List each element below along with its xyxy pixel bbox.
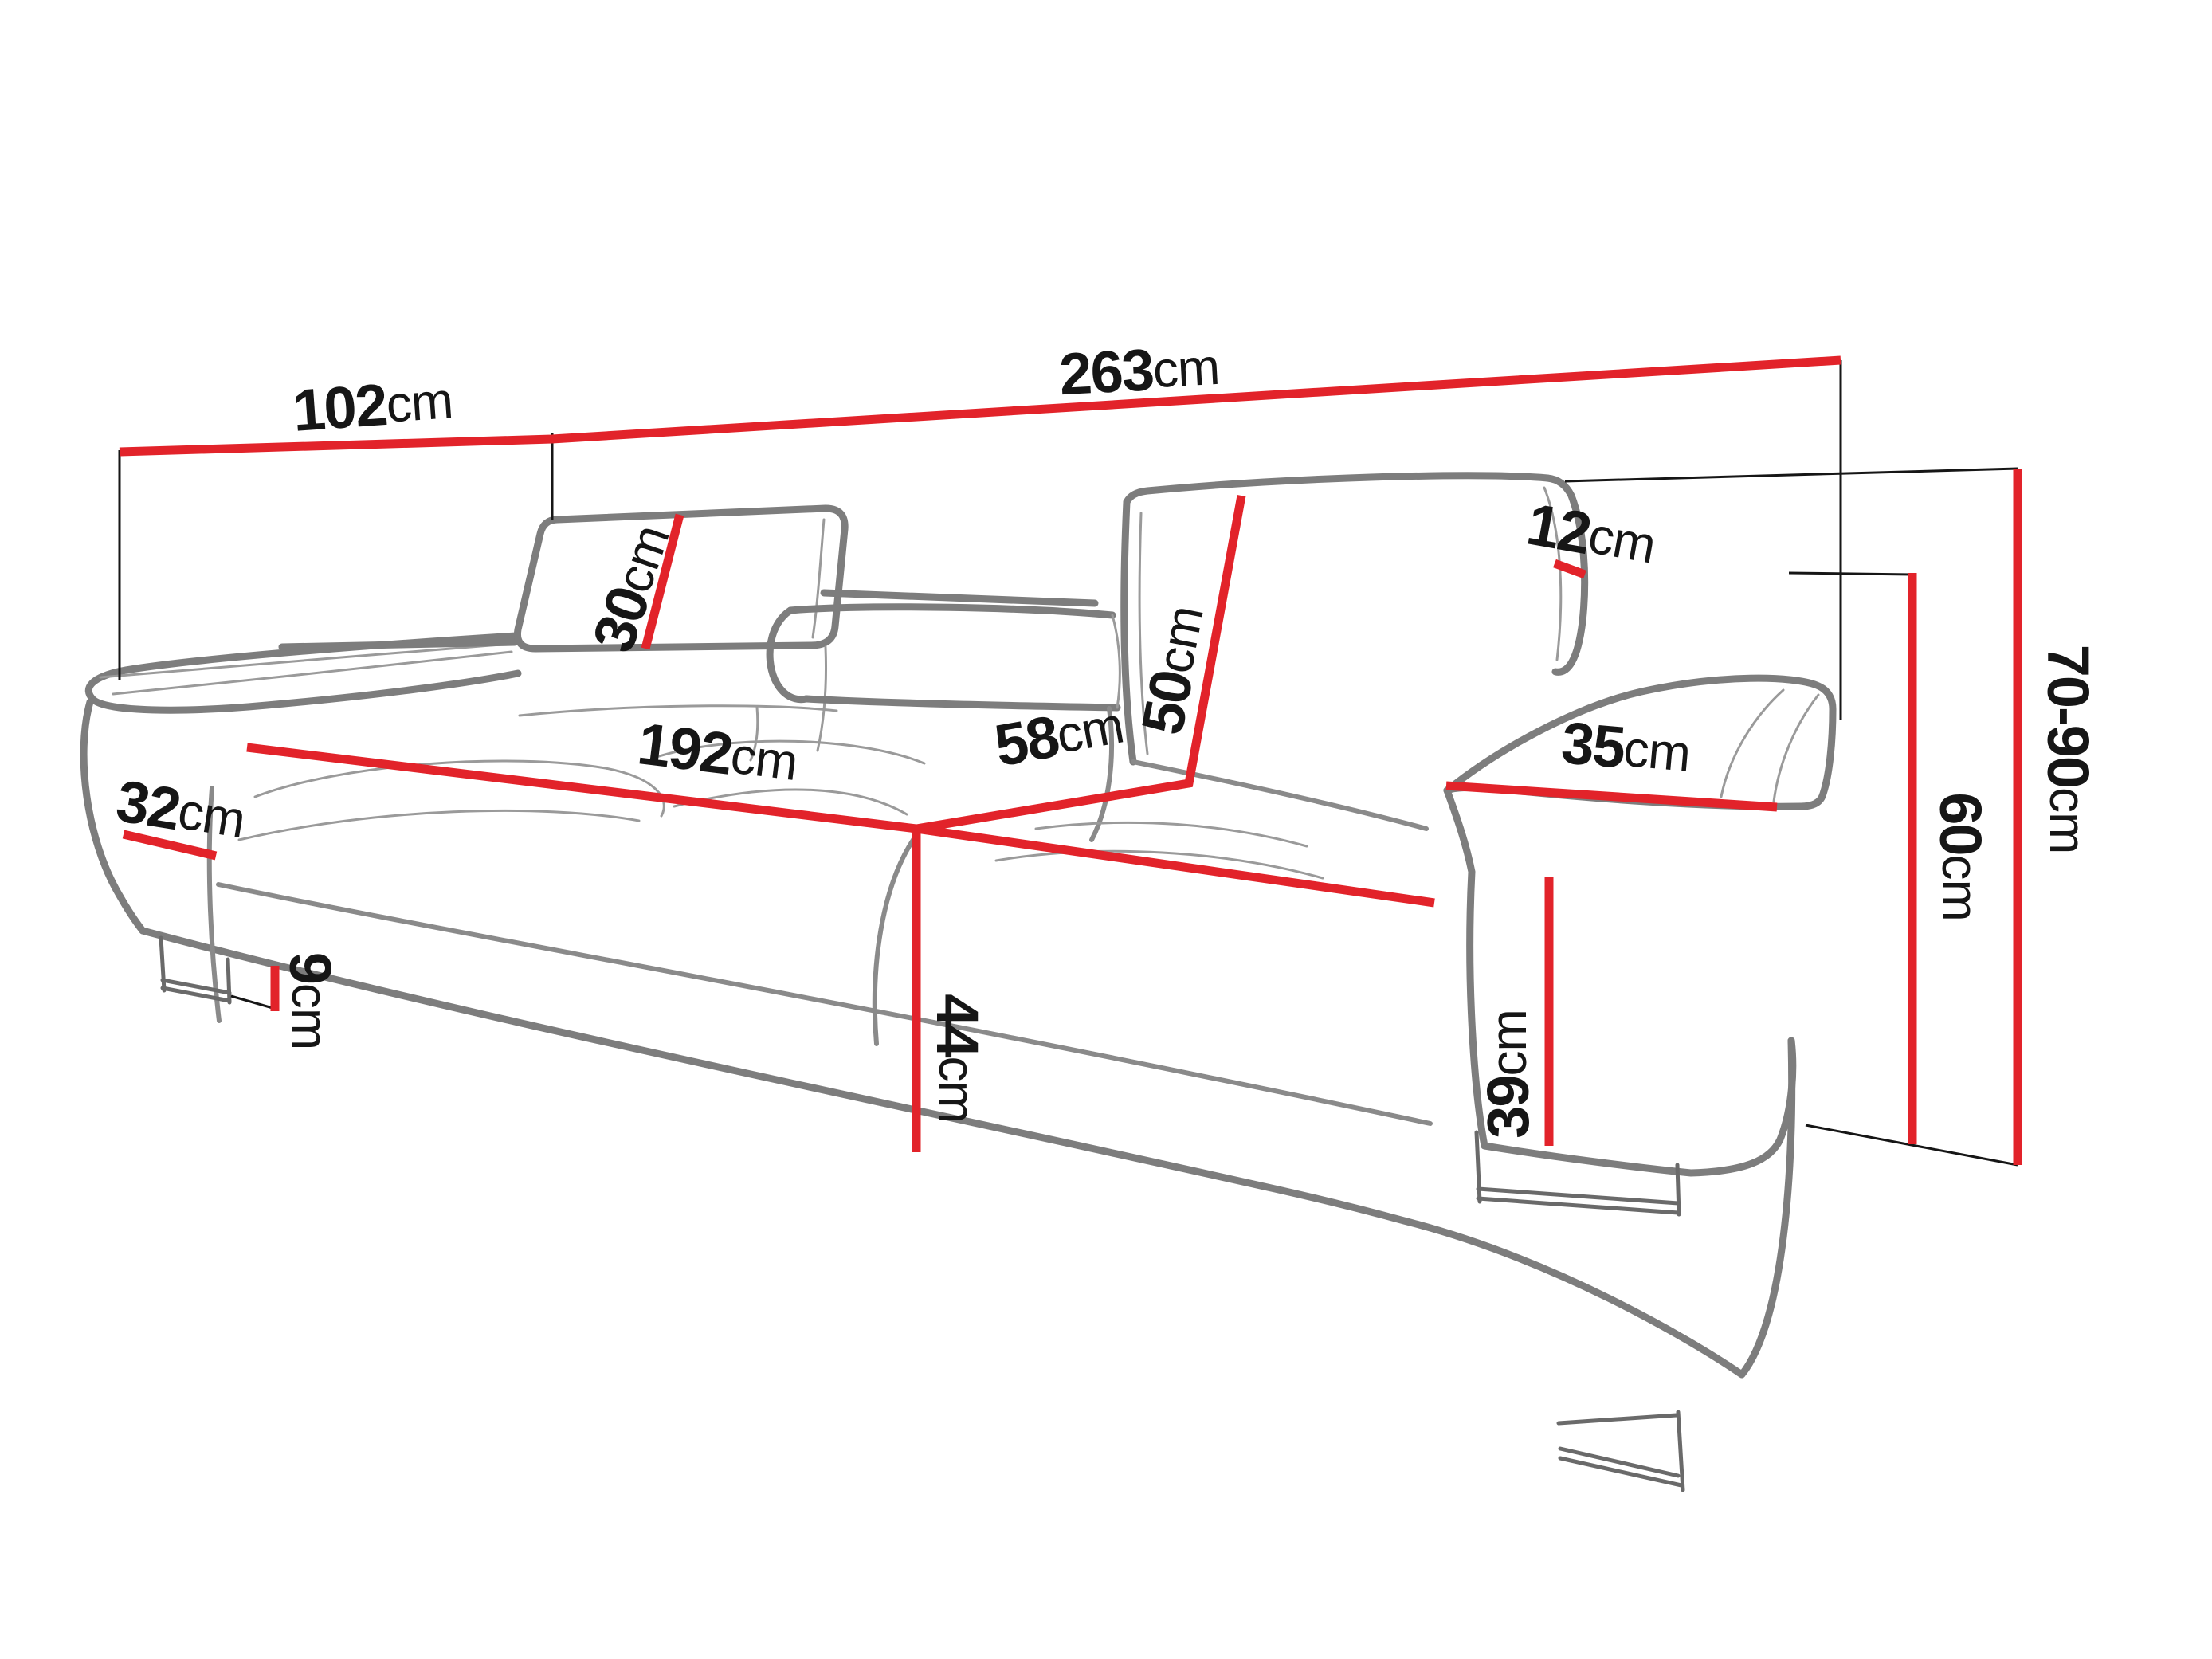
neck-roll-top <box>786 603 1116 619</box>
right-rear-leg <box>1556 1410 1685 1492</box>
label-armrest-front-height: 39cm <box>1475 1010 1541 1139</box>
right-backrest-left-edge <box>1120 498 1137 766</box>
mid-backrest-left-divider <box>749 706 759 762</box>
label-overall-width: 263cm <box>1057 332 1221 406</box>
dimension-lines <box>119 355 2022 1165</box>
left-backrest-seam <box>518 704 838 717</box>
dim-line-armrest-32 <box>122 830 218 861</box>
left-headrest-seam <box>811 518 826 639</box>
right-armrest-base <box>1443 786 1797 1177</box>
left-armrest-roll <box>84 632 522 714</box>
ext-floor-line-right <box>1805 1124 2018 1167</box>
right-backrest-side-band <box>1543 474 1589 676</box>
left-leg <box>159 935 232 1005</box>
seat-cushion-1-front <box>237 809 641 841</box>
ext-armrest-height-line <box>1788 571 1913 576</box>
left-armrest-roll-seam-2 <box>99 642 512 679</box>
label-left-armrest-width: 32cm <box>112 767 250 852</box>
label-overall-depth: 102cm <box>291 367 455 444</box>
seat-cushion-2-back <box>673 788 908 816</box>
ext-leg-bracket <box>230 994 279 1011</box>
label-armrest-height: 60cm <box>1928 792 1994 921</box>
dim-line-headrest-30 <box>641 513 684 650</box>
right-armrest-cushion-seam-2 <box>1772 693 1820 803</box>
label-seat-width: 192cm <box>634 710 801 795</box>
seat-cushion-3-top <box>1034 821 1308 848</box>
neck-roll-right-cap <box>1111 614 1121 709</box>
seat-cushion-3-back <box>994 849 1324 880</box>
dim-line-backrest-50-seatdepth-58 <box>916 495 1246 833</box>
left-armrest-front-edge <box>80 698 147 935</box>
neck-roll-bottom <box>802 695 1121 712</box>
label-backrest-height: 50cm <box>1128 601 1218 739</box>
dim-line-overall <box>119 355 1841 457</box>
right-backrest-top-edge <box>1123 472 1551 506</box>
dimension-labels: 102cm 263cm 30cm 50cm 12cm 70-90cm 60cm … <box>112 332 2102 1139</box>
left-armrest-roll-seam <box>112 650 513 696</box>
dim-line-seat-width-192 <box>246 743 1435 908</box>
sofa-bottom-edge <box>139 927 1796 1379</box>
dim-line-thickness-12 <box>1553 559 1586 579</box>
seat-cushion-1-back <box>253 759 665 818</box>
right-backrest-bottom-edge <box>1131 759 1429 831</box>
ext-top-height-line <box>1564 467 2018 483</box>
backrest-top-edge-left <box>278 638 519 651</box>
front-seam-below-junction <box>872 833 919 1046</box>
extension-lines <box>118 360 2018 1167</box>
label-headrest-height: 30cm <box>579 516 684 660</box>
right-front-leg <box>1474 1130 1681 1217</box>
label-headrest-thickness: 12cm <box>1522 490 1661 578</box>
left-headrest <box>513 504 849 653</box>
dim-line-armrest-35 <box>1445 781 1778 812</box>
label-leg-height: 9cm <box>277 952 343 1049</box>
label-seat-height: 44cm <box>924 994 990 1123</box>
right-backrest-left-seam <box>1138 512 1149 755</box>
backrest-edge-behind-roll <box>820 589 1099 607</box>
seat-back-bulge <box>655 739 926 765</box>
sofa-outline <box>80 472 1837 1492</box>
label-seat-depth: 58cm <box>990 691 1128 779</box>
front-face-seam <box>216 882 1433 1126</box>
mid-backrest-right-divider <box>1089 706 1114 842</box>
label-adjustable-height: 70-90cm <box>2035 645 2101 854</box>
label-right-armrest-width: 35cm <box>1559 709 1692 786</box>
neck-roll-left-cap <box>766 606 810 704</box>
right-armrest-cushion-seam-1 <box>1720 688 1785 798</box>
